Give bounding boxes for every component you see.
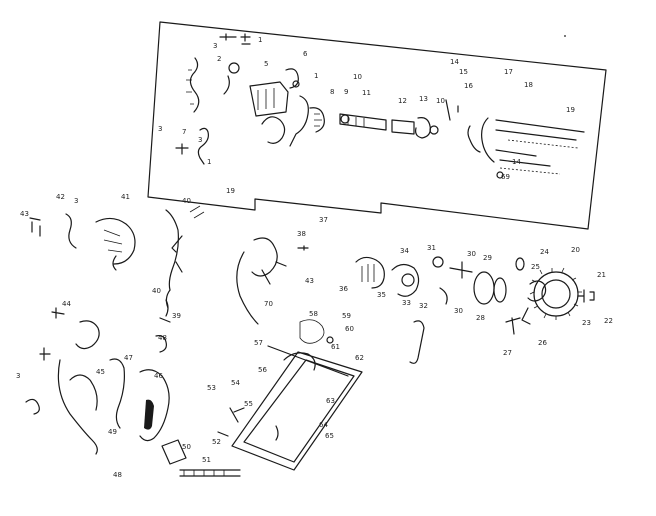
callout-label: 2 [217, 55, 221, 63]
callout-label: 65 [325, 432, 334, 440]
callout-label: 3 [74, 197, 78, 205]
callout-label: 1 [207, 158, 211, 166]
callout-label: 41 [121, 193, 130, 201]
base-plate-artwork [217, 319, 363, 471]
callout-label: 24 [540, 248, 549, 256]
callout-label: 49 [108, 428, 117, 436]
callout-label: 30 [454, 307, 463, 315]
callout-label: 28 [476, 314, 485, 322]
callout-label: 46 [154, 372, 163, 380]
callout-label: 11 [362, 89, 371, 97]
callout-label: 34 [400, 247, 409, 255]
callout-label: 25 [531, 263, 540, 271]
callout-label: 8 [330, 88, 334, 96]
callout-label: 5 [264, 60, 268, 68]
callout-label: 57 [254, 339, 263, 347]
callout-label: 12 [398, 97, 407, 105]
callout-label: 3 [213, 42, 217, 50]
callout-label: 9 [344, 88, 348, 96]
callout-label: 43 [305, 277, 314, 285]
callout-label: 47 [124, 354, 133, 362]
callout-label: 61 [331, 343, 340, 351]
callout-label: 59 [342, 312, 351, 320]
callout-label: 48 [113, 471, 122, 479]
callout-label: 33 [402, 299, 411, 307]
callout-label: 30 [467, 250, 476, 258]
callout-label: 13 [419, 95, 428, 103]
blade-motor-artwork [355, 256, 595, 335]
callout-label: 26 [538, 339, 547, 347]
callout-label: 64 [319, 421, 328, 429]
callout-label: 43 [20, 210, 29, 218]
callout-label: 40 [152, 287, 161, 295]
callout-label: 35 [377, 291, 386, 299]
callout-label: 1 [314, 72, 318, 80]
callout-label: 56 [258, 366, 267, 374]
callout-label: 1 [258, 36, 262, 44]
callout-label: 3 [16, 372, 20, 380]
callout-label: 51 [202, 456, 211, 464]
callout-label: 42 [56, 193, 65, 201]
callout-label: 70 [264, 300, 273, 308]
callout-label: 40 [182, 197, 191, 205]
callout-label: 29 [483, 254, 492, 262]
callout-label: 7 [182, 128, 186, 136]
callout-label: 19 [226, 187, 235, 195]
callout-label: 10 [353, 73, 362, 81]
callout-label: 31 [427, 244, 436, 252]
callout-label: 60 [345, 325, 354, 333]
callout-label: 10 [436, 97, 445, 105]
callout-label: 32 [419, 302, 428, 310]
callout-label: 52 [212, 438, 221, 446]
callout-label: 38 [297, 230, 306, 238]
callout-label: 3 [198, 136, 202, 144]
callout-label: 54 [231, 379, 240, 387]
inset-box [147, 21, 607, 230]
callout-label: 3 [158, 125, 162, 133]
callout-label: 36 [339, 285, 348, 293]
callout-label: 27 [503, 349, 512, 357]
callout-label: 55 [244, 400, 253, 408]
callout-label: 21 [597, 271, 606, 279]
callout-label: 62 [355, 354, 364, 362]
callout-label: 14 [512, 158, 521, 166]
callout-label: 17 [504, 68, 513, 76]
callout-label: 50 [182, 443, 191, 451]
callout-label: 23 [582, 319, 591, 327]
callout-label: 53 [207, 384, 216, 392]
inset-parts-artwork [175, 33, 585, 179]
callout-label: 22 [604, 317, 613, 325]
callout-labels: 1 3 3 2 5 6 1 7 3 1 8 9 10 11 12 13 10 1… [16, 36, 613, 479]
callout-label: 6 [303, 50, 308, 58]
callout-label: 58 [309, 310, 318, 318]
callout-label: 48 [158, 334, 167, 342]
callout-label: 45 [96, 368, 105, 376]
callout-label: 37 [319, 216, 328, 224]
callout-label: 69 [501, 173, 510, 181]
center-assembly-artwork [236, 237, 425, 364]
callout-label: 18 [524, 81, 533, 89]
callout-label: 20 [571, 246, 580, 254]
handle-assembly-artwork [25, 205, 241, 477]
callout-label: 63 [326, 397, 335, 405]
callout-label: 16 [464, 82, 473, 90]
callout-label: 39 [172, 312, 181, 320]
callout-label: 14 [450, 58, 459, 66]
callout-label: 15 [459, 68, 468, 76]
callout-label: 44 [62, 300, 71, 308]
callout-label: 19 [566, 106, 575, 114]
